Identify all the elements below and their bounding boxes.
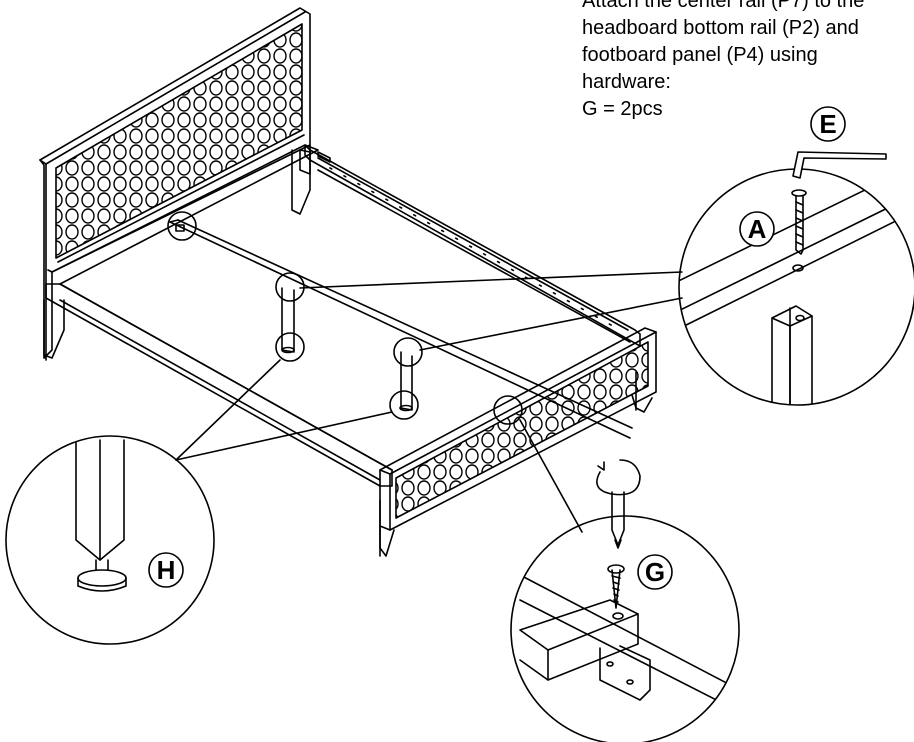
callout-h-label: H [157,555,176,585]
leader-lines [175,271,683,533]
instruction-text: Attach the center rail (P7) to the headb… [582,0,914,123]
allen-key-icon [792,151,887,179]
instruction-line-1: Attach the center rail (P7) to the [582,0,865,12]
instruction-line-2: headboard bottom rail (P2) and [582,17,859,39]
bolt-icon [791,189,807,255]
center-rail [169,219,633,439]
callout-g-circle [637,554,673,590]
detail-markers [167,211,523,425]
footboard-hex-panel [396,342,648,518]
headboard [39,7,311,361]
instruction-line-5: G = 2pcs [582,98,663,120]
screw-icon [607,564,625,609]
detail-circle-g [510,459,740,742]
callout-a-circle [739,211,775,247]
detail-circle-h [5,435,215,645]
callout-e-label: E [819,109,836,139]
instruction-line-4: hardware: [582,71,671,93]
callout-g-label: G [645,557,665,587]
callout-bubbles [148,106,846,590]
screwdriver-icon [596,459,641,549]
detail-circle-a [678,151,914,406]
callout-a-label: A [748,214,767,244]
footboard [379,327,657,557]
headboard-hex-panel [56,24,302,258]
callout-h-circle [148,552,184,588]
instruction-line-3: footboard panel (P4) using [582,44,818,66]
callout-e-circle [810,106,846,142]
